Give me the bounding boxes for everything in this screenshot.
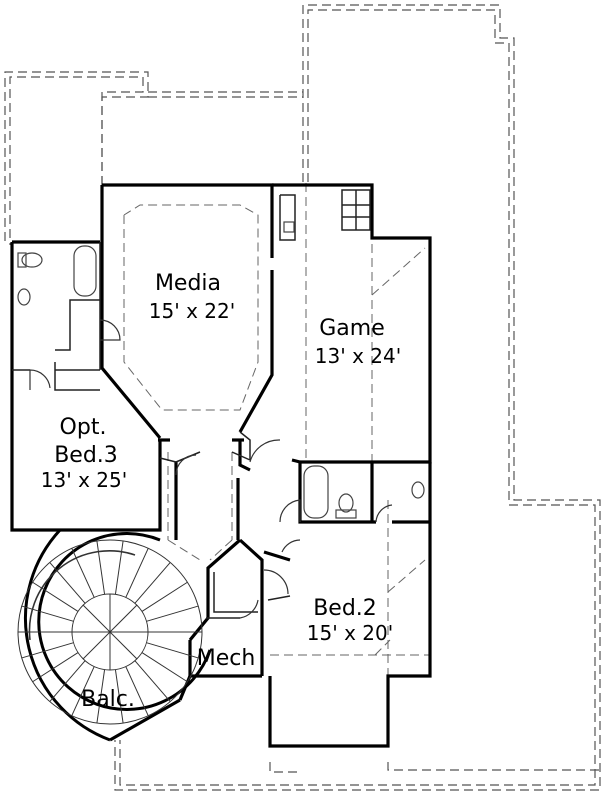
balc-label: Balc. <box>81 687 135 712</box>
stair-tread <box>32 581 79 612</box>
bathtub-icon <box>303 465 329 519</box>
bed-2-size: 15' x 20' <box>307 621 393 645</box>
stair-core-spoke <box>82 631 111 660</box>
fixtures <box>17 221 425 519</box>
sink-icon <box>17 288 31 306</box>
stair-tread <box>114 540 124 595</box>
roof-outline <box>4 4 601 791</box>
room-labels: Media 15' x 22' Game 13' x 24' Opt. Bed.… <box>41 271 401 712</box>
stair-core-spoke <box>82 604 111 633</box>
stair-tread <box>49 660 86 702</box>
sink-icon <box>411 481 425 499</box>
mech-label: Mech <box>197 646 256 671</box>
door-swings <box>29 319 393 619</box>
media-size: 15' x 22' <box>149 299 235 323</box>
stair-tread <box>96 669 106 724</box>
walls <box>10 183 432 748</box>
stair-tread <box>114 669 124 724</box>
stair-tread <box>21 605 74 622</box>
stair-tread <box>125 666 149 716</box>
stair-tread <box>21 642 74 659</box>
stair-core-spoke <box>109 604 138 633</box>
stair-tread <box>96 540 106 595</box>
toilet-icon <box>21 252 43 268</box>
bathtub-icon <box>73 245 97 297</box>
stair-tread <box>134 660 171 702</box>
stair-tread <box>141 581 188 612</box>
stair-tread <box>32 652 79 683</box>
bed-2-label: Bed.2 <box>313 596 377 621</box>
opt-bed-3-size: 13' x 25' <box>41 468 127 492</box>
stair-tread <box>141 652 188 683</box>
stair-core-spoke <box>109 631 138 660</box>
opt-bed-3-label-line1: Opt. <box>60 415 107 440</box>
stair-tread <box>49 562 86 604</box>
stair-tread <box>146 605 199 622</box>
game-size: 13' x 24' <box>315 344 401 368</box>
opt-bed-3-label-line2: Bed.3 <box>54 443 118 468</box>
toilet-icon <box>338 493 354 513</box>
game-label: Game <box>319 316 385 341</box>
stair-tread <box>71 548 95 598</box>
stair-tread <box>125 548 149 598</box>
spiral-staircase <box>17 539 203 725</box>
stair-tread <box>71 666 95 716</box>
secondary-walls <box>12 189 371 619</box>
stair-handrail <box>28 550 136 641</box>
stair-tread <box>134 562 171 604</box>
media-label: Media <box>155 271 221 296</box>
stair-tread <box>146 642 199 659</box>
